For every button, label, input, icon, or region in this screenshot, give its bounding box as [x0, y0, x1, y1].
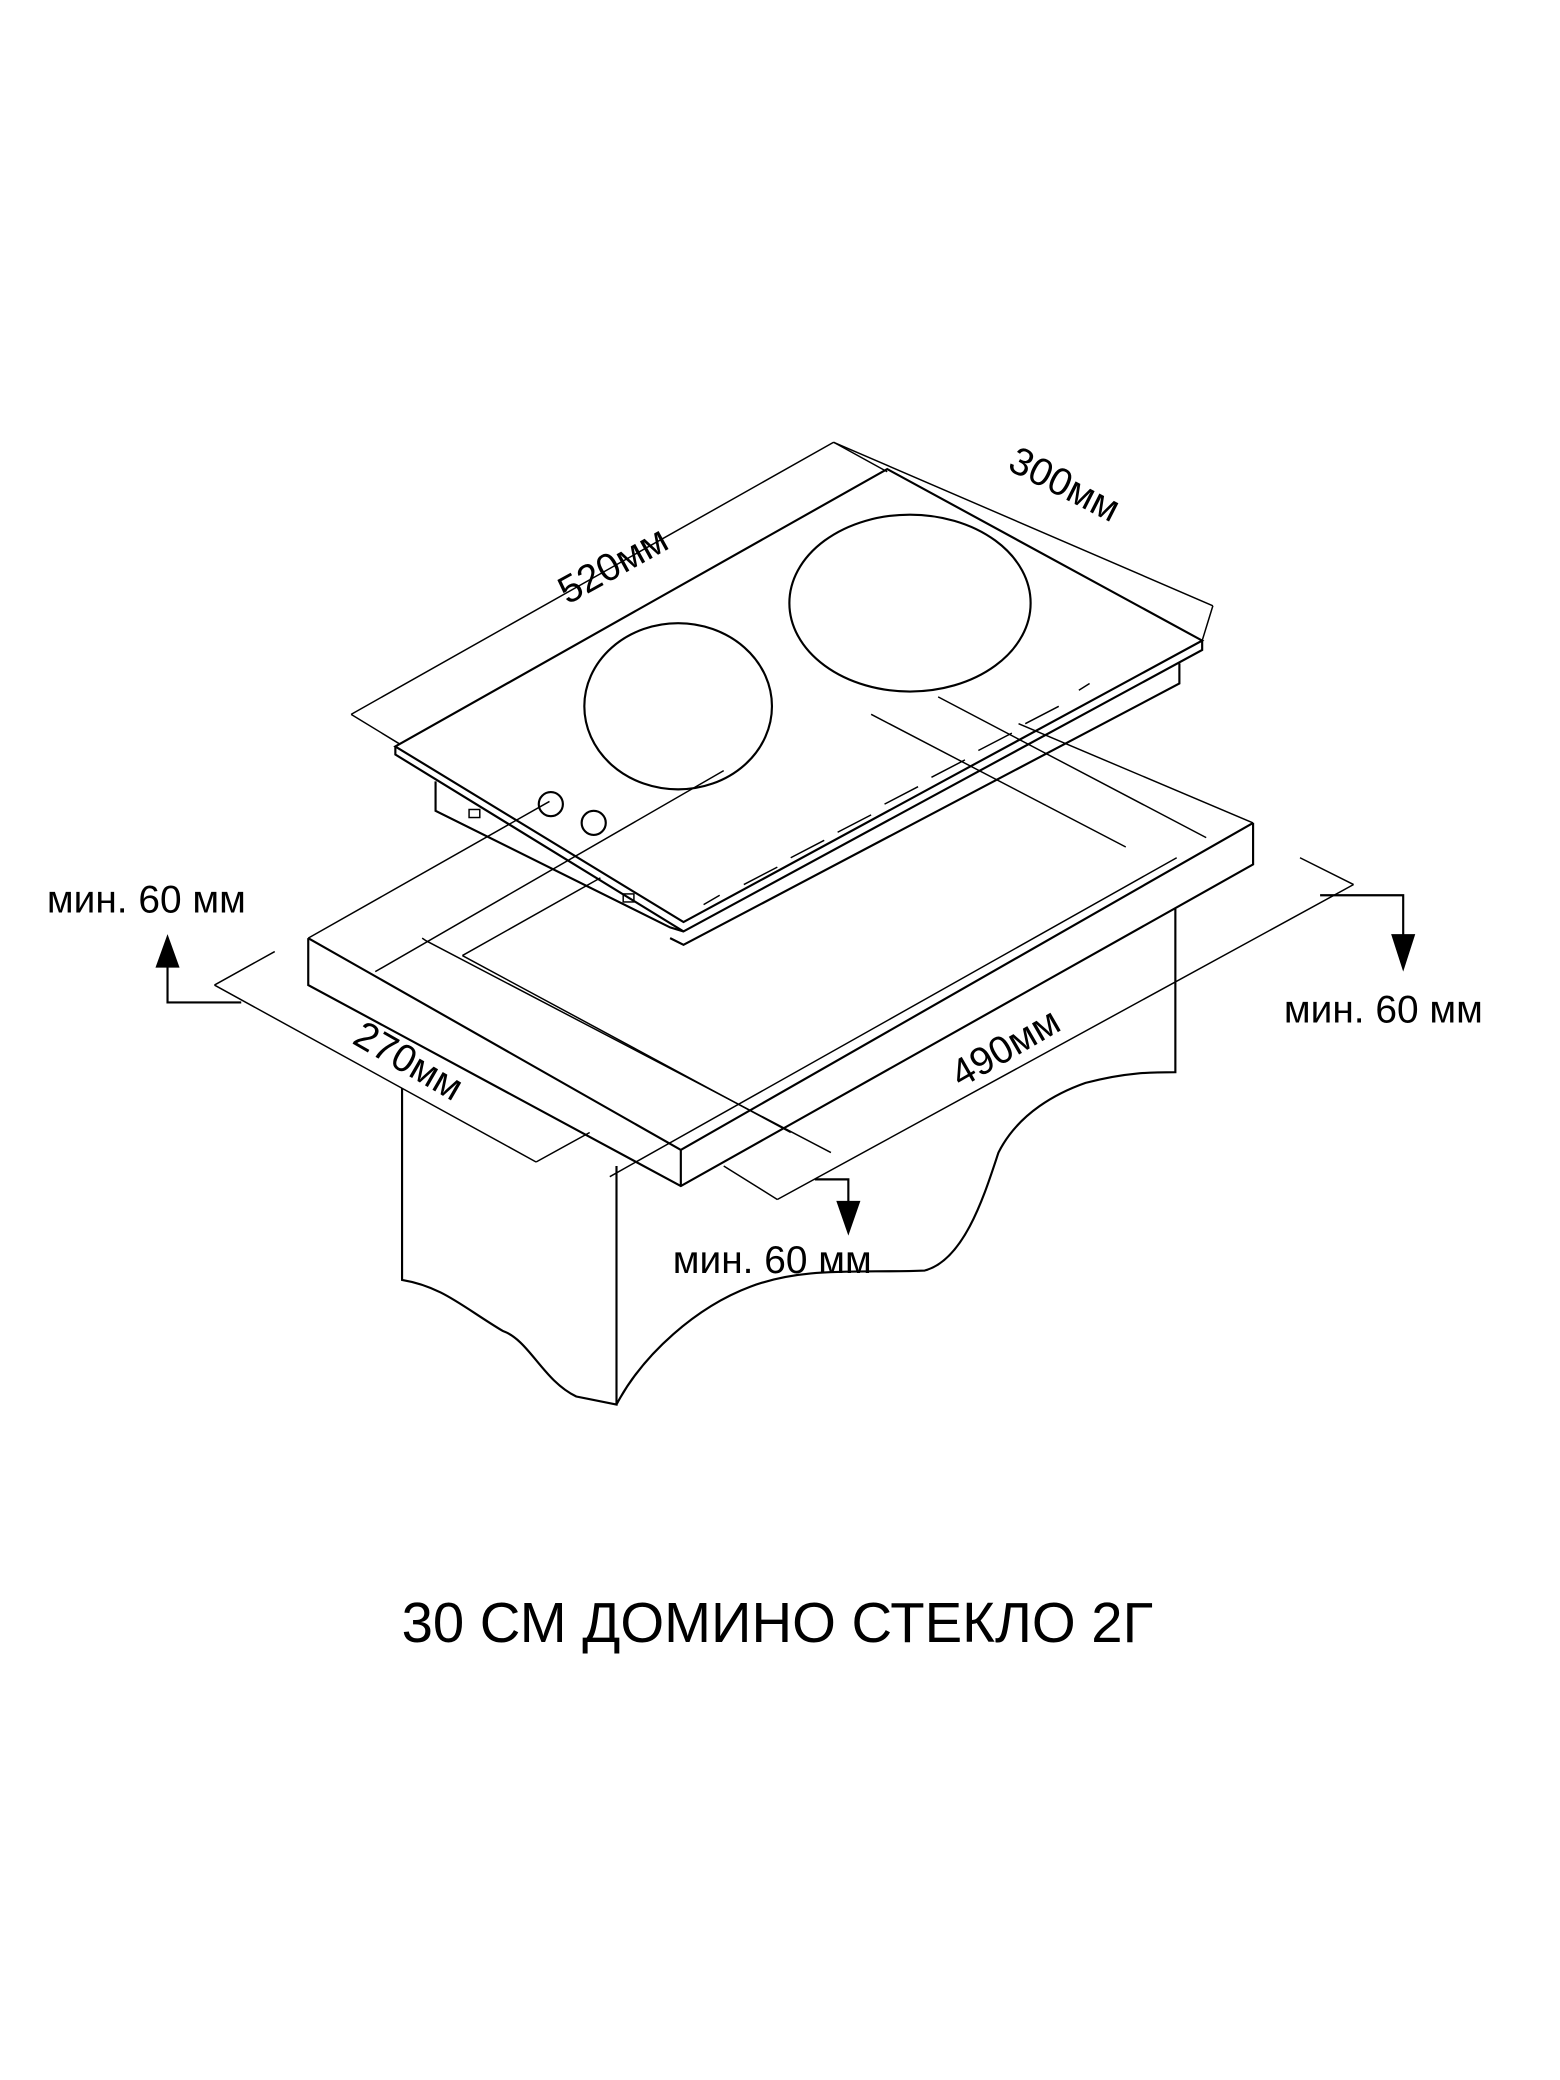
dimension-300: 300мм	[833, 439, 1214, 641]
dimension-520: 520мм	[350, 441, 888, 745]
clearance-label-front: мин. 60 мм	[673, 1239, 872, 1282]
arrow-left-up-icon	[155, 934, 242, 1004]
burner-small	[583, 622, 774, 791]
arrow-front-down-icon	[814, 1178, 861, 1236]
dimension-label-490: 490мм	[944, 1000, 1068, 1096]
dimension-490: 490мм	[723, 857, 1354, 1201]
dimension-label-270: 270мм	[346, 1013, 470, 1109]
hob	[393, 467, 1205, 947]
dimension-label-300: 300мм	[1002, 439, 1127, 531]
cabinet	[400, 908, 1177, 1406]
clearance-label-left: мин. 60 мм	[47, 879, 246, 922]
arrow-right-down-icon	[1320, 894, 1416, 972]
countertop	[307, 696, 1255, 1188]
burner-large	[788, 513, 1032, 693]
knob	[580, 809, 607, 837]
diagram-title: 30 СМ ДОМИНО СТЕКЛО 2Г	[402, 1591, 1153, 1654]
clearance-label-right: мин. 60 мм	[1284, 989, 1483, 1032]
knob	[537, 790, 564, 818]
